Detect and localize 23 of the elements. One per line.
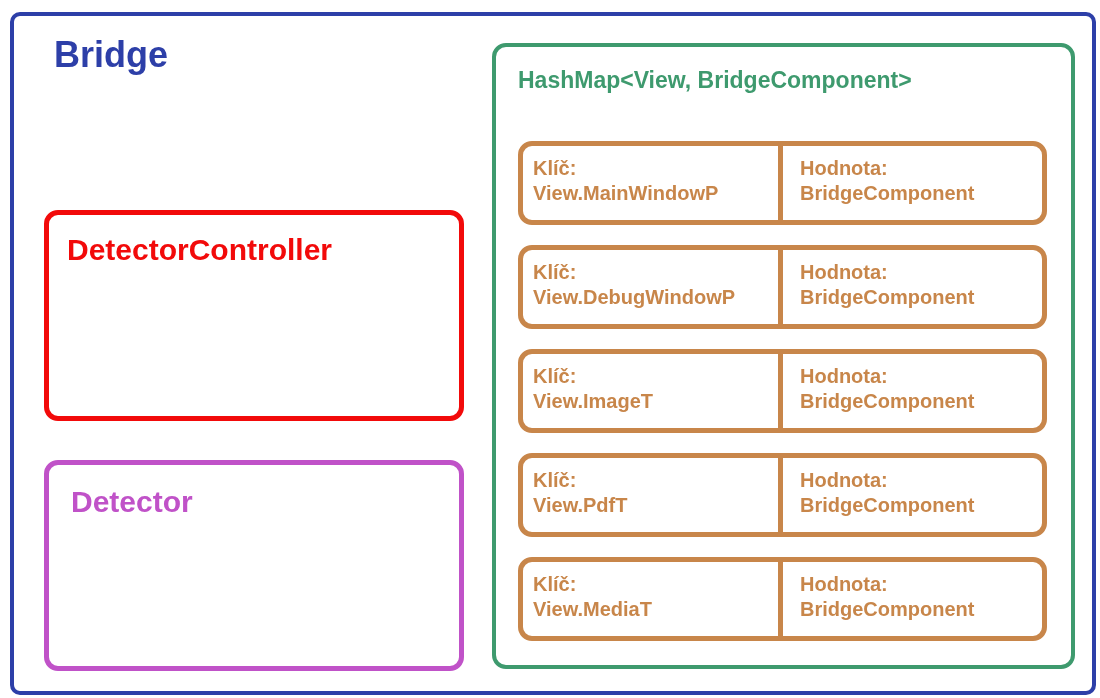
class-box — [44, 460, 464, 671]
value-text: Hodnota: BridgeComponent — [800, 572, 975, 622]
key-text: Klíč: View.MediaT — [533, 572, 652, 622]
class-box — [44, 210, 464, 421]
class-title: DetectorController — [67, 233, 334, 267]
container-box — [10, 12, 1096, 695]
value-text: Hodnota: BridgeComponent — [800, 260, 975, 310]
map-entry-box — [518, 349, 1047, 433]
class-title: Detector — [71, 485, 194, 519]
value-text: Hodnota: BridgeComponent — [800, 364, 975, 414]
key-text: Klíč: View.MainWindowP — [533, 156, 719, 206]
value-text: Hodnota: BridgeComponent — [800, 468, 975, 518]
key-text: Klíč: View.PdfT — [533, 468, 628, 518]
map-entry-box — [518, 141, 1047, 225]
map-entry-box — [518, 453, 1047, 537]
map-box — [492, 43, 1075, 669]
key-text: Klíč: View.DebugWindowP — [533, 260, 736, 310]
key-text: Klíč: View.ImageT — [533, 364, 654, 414]
map-entry-box — [518, 557, 1047, 641]
map-title: HashMap<View, BridgeComponent> — [518, 67, 913, 94]
container-title: Bridge — [54, 34, 169, 76]
map-entry-box — [518, 245, 1047, 329]
value-text: Hodnota: BridgeComponent — [800, 156, 975, 206]
